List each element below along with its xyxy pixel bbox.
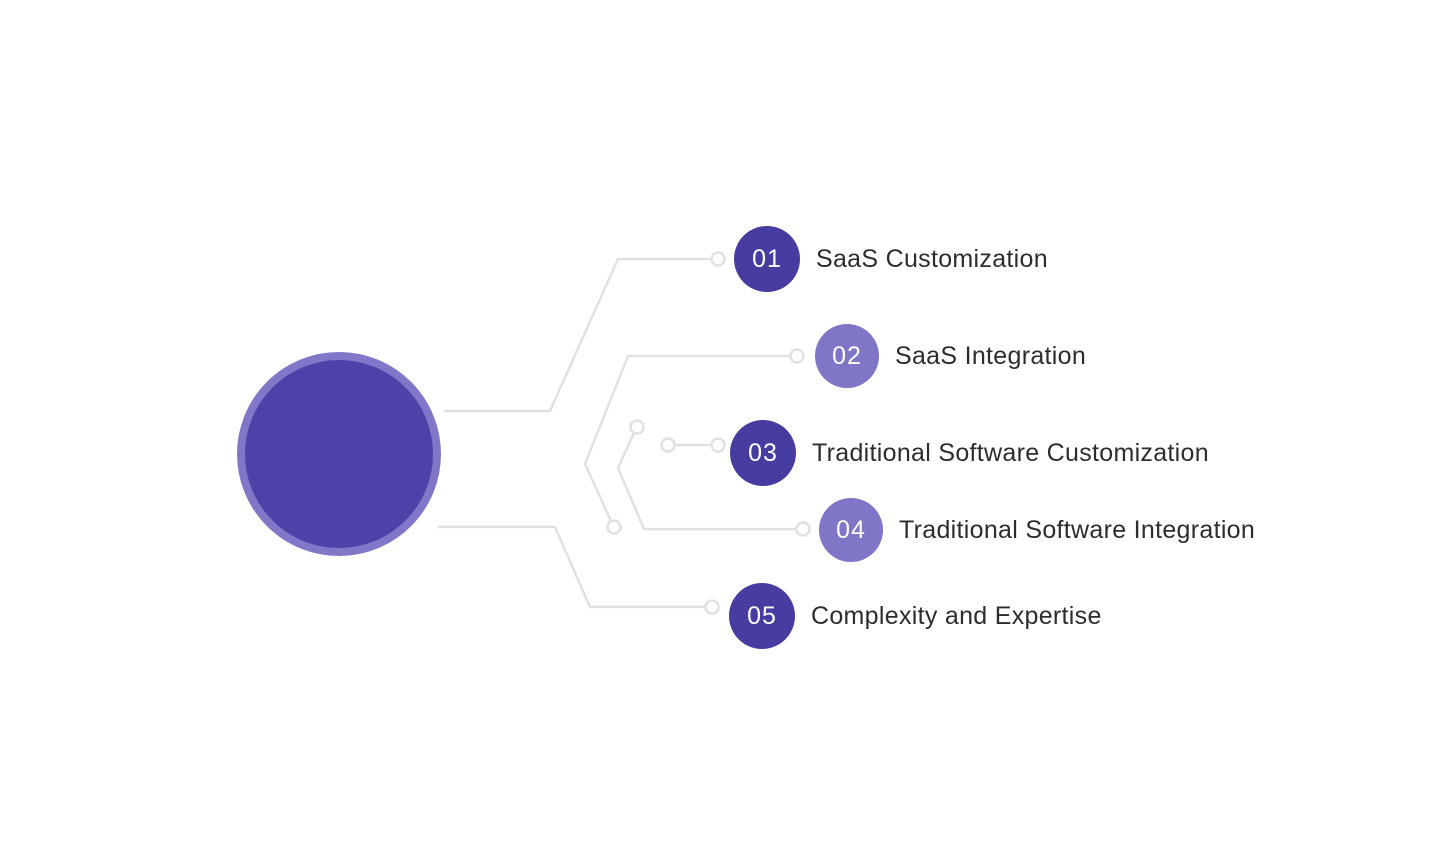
connector-item-04 [616,419,811,537]
connector-endpoint-dot [629,419,645,435]
item-label: Traditional Software Integration [899,515,1256,544]
item-label: SaaS Integration [895,341,1087,370]
item-label: SaaS Customization [816,244,1048,273]
item-number-badge: 02 [815,324,879,388]
connector-item-02 [583,348,805,535]
connector-endpoint-dot [710,437,726,453]
item-number-badge: 04 [819,498,883,562]
list-item: 05 Complexity and Expertise [729,583,1102,649]
item-number-badge: 03 [730,420,796,486]
item-label: Complexity and Expertise [811,601,1102,630]
connector-item-03 [660,437,726,453]
hub-circle [237,352,441,556]
connector-endpoint-dot [710,251,726,267]
list-item: 03 Traditional Software Customization [730,420,1209,486]
connector-endpoint-dot [606,519,622,535]
item-label: Traditional Software Customization [812,438,1209,467]
item-number-badge: 05 [729,583,795,649]
connector-item-01 [444,251,726,413]
item-number-badge: 01 [734,226,800,292]
connector-item-05 [438,525,720,615]
connector-endpoint-dot [789,348,805,364]
list-item: 04 Traditional Software Integration [819,498,1255,562]
list-item: 02 SaaS Integration [815,324,1086,388]
connector-endpoint-dot [660,437,676,453]
connector-endpoint-dot [704,599,720,615]
list-item: 01 SaaS Customization [734,226,1048,292]
connector-endpoint-dot [795,521,811,537]
